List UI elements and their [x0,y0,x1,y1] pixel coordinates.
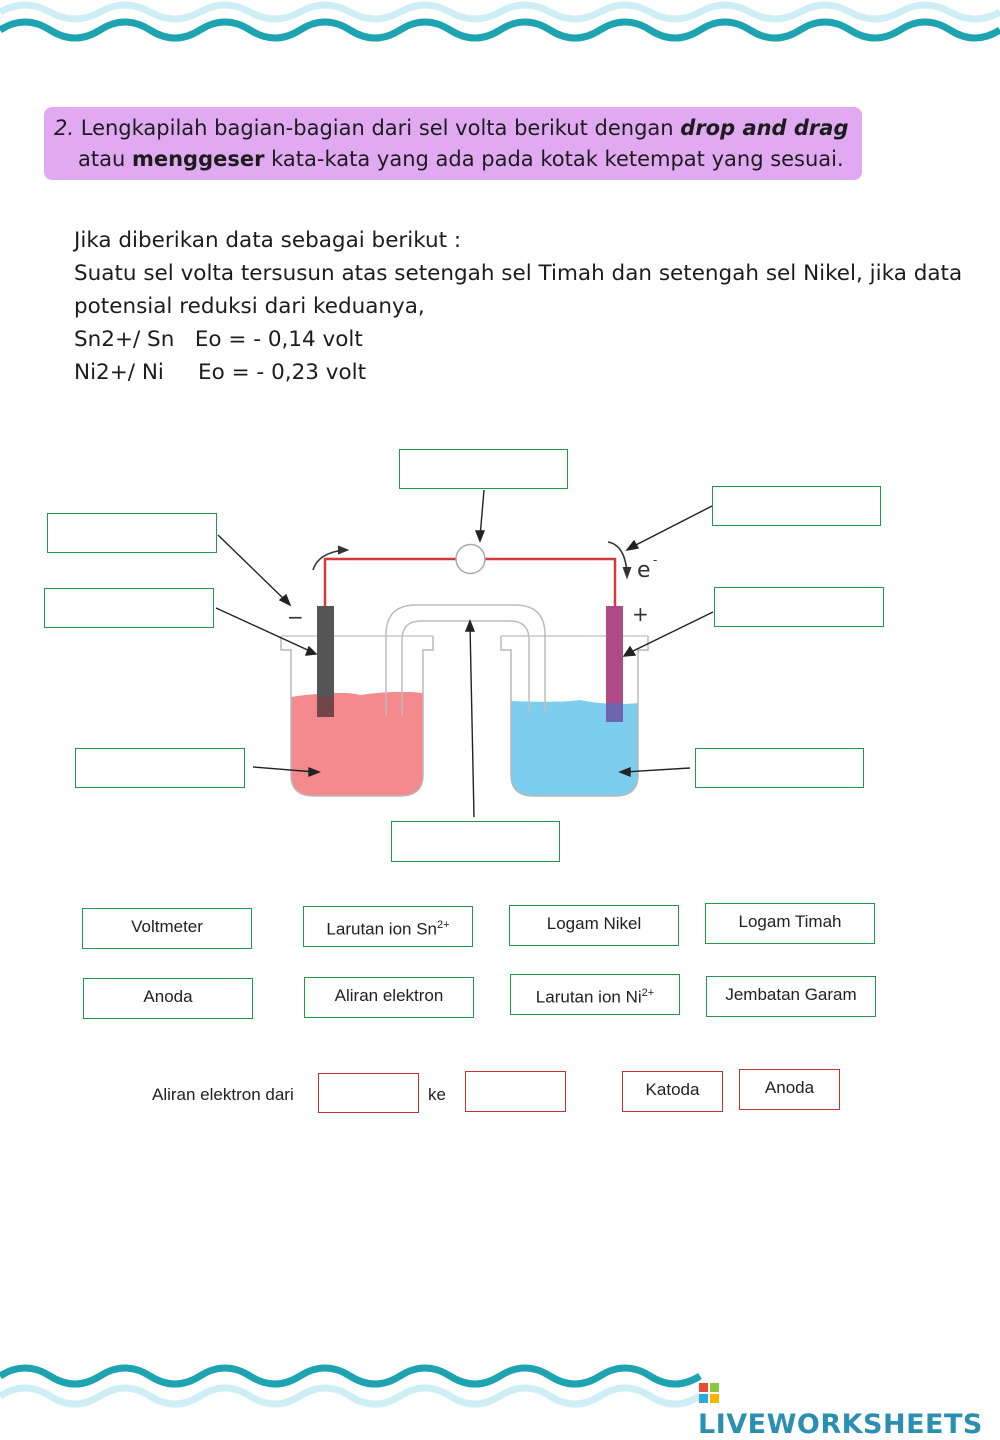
drop-target-flow-from[interactable] [318,1073,419,1113]
sn-potential: Sn2+/ Sn Eo = - 0,14 volt [74,327,363,352]
word-larutan-sn[interactable]: Larutan ion Sn2+ [303,906,473,947]
wire-left [323,557,456,606]
problem-text: Jika diberikan data sebagai berikut : Su… [74,224,984,389]
question-number: 2. [54,116,75,140]
flow-label-from: Aliran elektron dari [152,1085,294,1104]
plus-sign: + [632,602,649,626]
drop-target-anode-label[interactable] [47,513,217,553]
left-solution [291,691,423,796]
drop-target-salt-bridge[interactable] [391,821,560,862]
drop-target-left-electrode[interactable] [44,588,214,628]
liveworksheets-logo: LIVEWORKSHEETS [698,1378,1000,1440]
instruction-text-1: Lengkapilah bagian-bagian dari sel volta… [80,116,681,140]
right-electrode [606,606,623,722]
drop-target-right-solution[interactable] [695,748,864,788]
drop-target-voltmeter[interactable] [399,449,568,489]
word-anoda-flow[interactable]: Anoda [739,1069,840,1110]
logo-mark-icon [699,1383,719,1403]
wire-right [485,557,617,606]
right-solution [511,700,638,796]
drop-target-left-solution[interactable] [75,748,245,788]
left-electrode [317,606,334,717]
minus-sign: − [287,605,304,629]
left-beaker [280,636,434,797]
bottom-wave-decoration [0,1364,702,1408]
instruction-bold-drag: drop and drag [680,116,849,140]
ni-potential: Ni2+/ Ni Eo = - 0,23 volt [74,360,367,385]
electron-charge: - [653,553,657,567]
word-logam-nikel[interactable]: Logam Nikel [509,905,679,946]
drop-target-electron-flow[interactable] [712,486,881,526]
instruction-text-3: kata-kata yang ada pada kotak ketempat y… [264,147,844,171]
top-wave-decoration [0,1,1000,42]
problem-line-1: Suatu sel volta tersusun atas setengah s… [74,261,963,286]
right-beaker [500,636,649,797]
word-katoda[interactable]: Katoda [622,1071,723,1112]
electron-label: e [637,558,651,583]
word-jembatan-garam[interactable]: Jembatan Garam [706,976,876,1017]
instruction-box: 2. Lengkapilah bagian-bagian dari sel vo… [44,107,862,180]
word-logam-timah[interactable]: Logam Timah [705,903,875,944]
drop-target-right-electrode[interactable] [714,587,884,627]
flow-label-to: ke [428,1085,446,1104]
instruction-text-2: atau [78,147,132,171]
voltmeter-circle [455,543,486,575]
word-anoda[interactable]: Anoda [83,978,253,1019]
pointer-lines [215,489,714,818]
instruction-bold-geser: menggeser [131,147,265,171]
word-voltmeter[interactable]: Voltmeter [82,908,252,949]
drop-target-flow-to[interactable] [465,1071,566,1112]
word-aliran-elektron[interactable]: Aliran elektron [304,977,474,1018]
salt-bridge-outer [385,604,546,715]
word-larutan-ni[interactable]: Larutan ion Ni2+ [510,974,680,1015]
problem-line-2: potensial reduksi dari keduanya, [74,294,425,319]
problem-intro: Jika diberikan data sebagai berikut : [74,228,462,253]
voltaic-cell-diagram: − + e - [215,489,714,818]
salt-bridge-inner [401,620,530,715]
